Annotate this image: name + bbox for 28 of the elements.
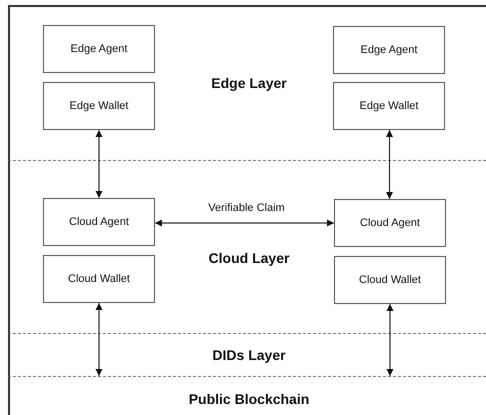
component-label: Edge Agent xyxy=(360,44,418,56)
component-box xyxy=(334,256,446,304)
component-label: Edge Wallet xyxy=(360,100,418,112)
arrow xyxy=(96,130,102,198)
component-box xyxy=(333,26,445,74)
component-box xyxy=(43,82,155,130)
arrow xyxy=(154,220,334,226)
component-box xyxy=(43,255,155,303)
component-box xyxy=(43,25,155,73)
component-box xyxy=(334,199,446,247)
layer-title: Public Blockchain xyxy=(188,391,310,407)
arrow xyxy=(386,130,393,200)
component-label: Cloud Wallet xyxy=(68,273,130,285)
component-label: Edge Wallet xyxy=(70,100,128,112)
layer-title: Cloud Layer xyxy=(208,250,290,266)
arrow xyxy=(386,304,394,376)
layer-band xyxy=(8,5,486,161)
component-label: Cloud Wallet xyxy=(359,274,421,286)
layer-title: DIDs Layer xyxy=(211,347,287,363)
layer-title: Edge Layer xyxy=(210,75,288,91)
component-label: Edge Agent xyxy=(70,43,128,55)
layer-band xyxy=(8,161,486,334)
component-box xyxy=(333,82,445,130)
component-label: Cloud Agent xyxy=(69,216,129,228)
component-box xyxy=(43,198,155,246)
component-label: Cloud Agent xyxy=(360,217,420,229)
layer-band xyxy=(8,334,486,377)
arrow xyxy=(96,302,102,376)
